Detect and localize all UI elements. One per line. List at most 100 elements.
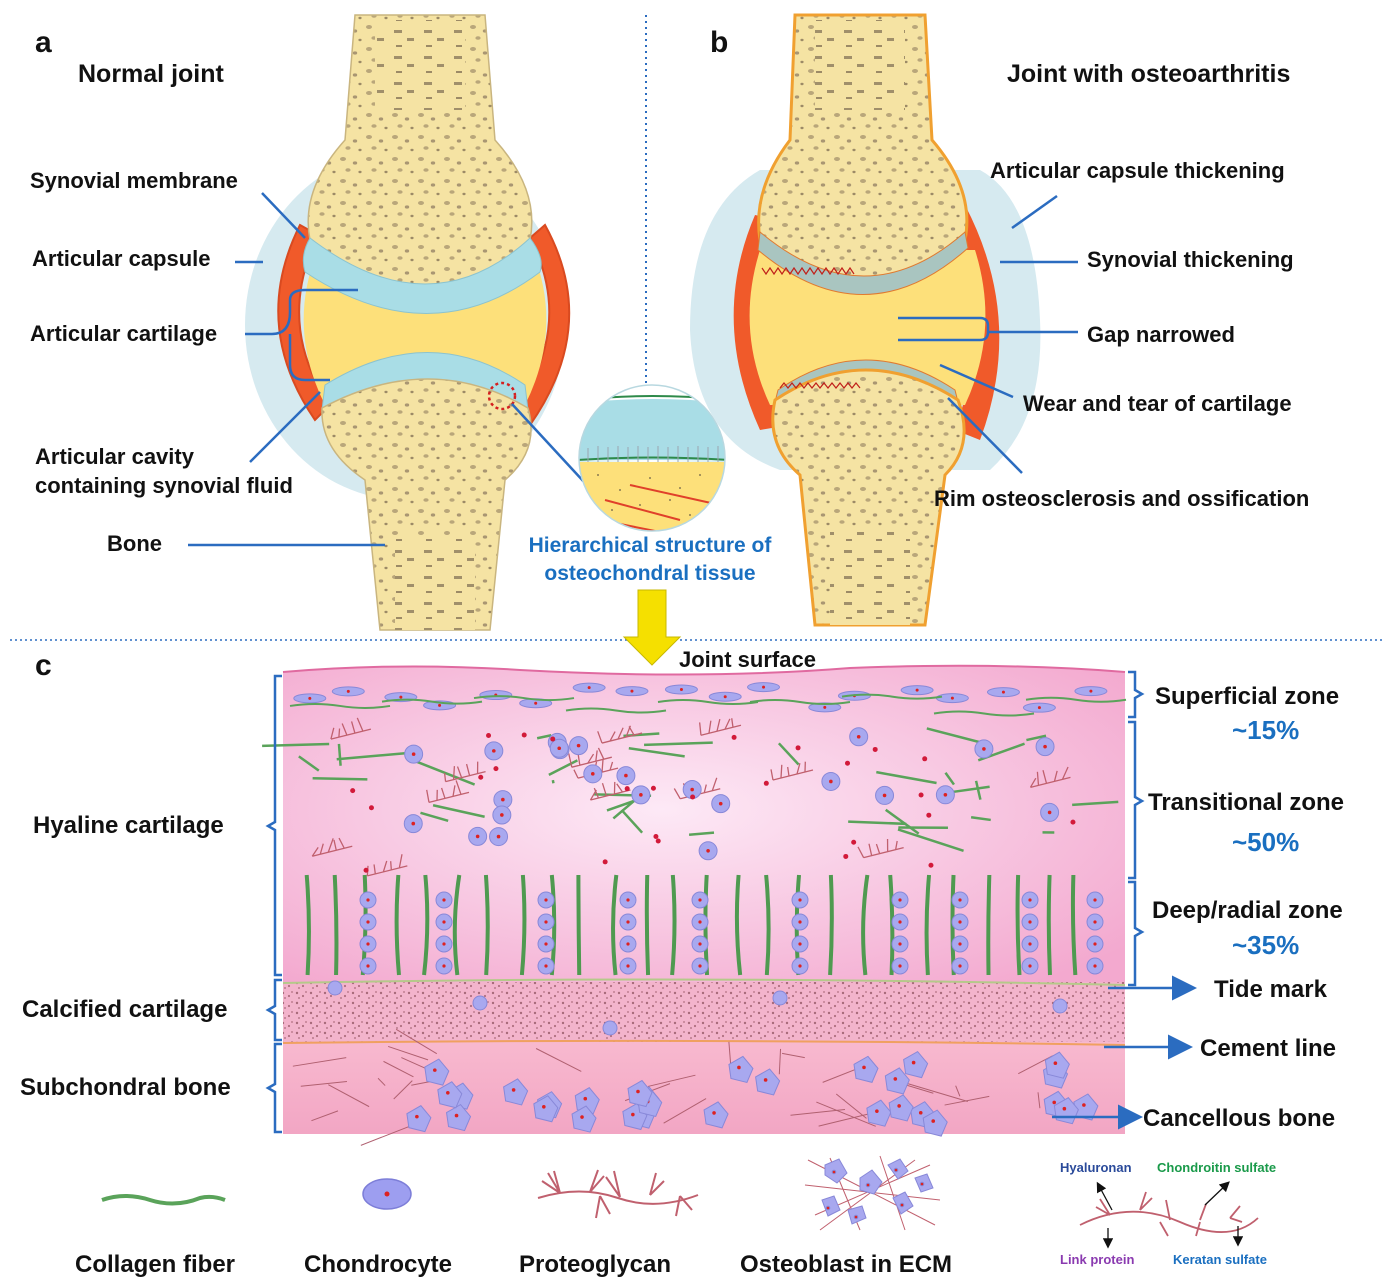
cell-nucleus	[544, 898, 547, 901]
matrix-dot	[845, 761, 850, 766]
collagen-fiber	[339, 744, 341, 766]
cell-nucleus	[1048, 811, 1052, 815]
label-synovial-membrane: Synovial membrane	[30, 168, 238, 193]
matrix-dot	[350, 788, 355, 793]
cell-nucleus	[712, 1111, 716, 1115]
collagen-fiber	[988, 875, 989, 975]
cell-nucleus	[544, 942, 547, 945]
cell-nucleus	[580, 1115, 584, 1119]
label-joint-surface: Joint surface	[679, 647, 816, 672]
cell-nucleus	[442, 964, 445, 967]
matrix-dot	[656, 838, 661, 843]
osteoblast-legend-icon	[805, 1156, 940, 1230]
collagen-fiber	[1049, 875, 1050, 975]
calcified-chondrocyte	[773, 991, 787, 1005]
matrix-dot	[926, 813, 931, 818]
cell-nucleus	[982, 747, 986, 751]
cell-nucleus	[698, 964, 701, 967]
cell-nucleus	[958, 942, 961, 945]
hierarchical-caption-line2: osteochondral tissue	[544, 562, 755, 585]
label-synovial-thickening: Synovial thickening	[1087, 247, 1294, 272]
matrix-dot	[550, 737, 555, 742]
zone-superficial-percent: ~15%	[1232, 715, 1299, 745]
cell-nucleus	[626, 942, 629, 945]
matrix-dot	[364, 868, 369, 873]
cell-nucleus	[894, 1077, 898, 1081]
calcified-cartilage-layer	[283, 982, 1125, 1042]
cell-nucleus	[798, 964, 801, 967]
cell-nucleus	[1093, 898, 1096, 901]
cell-nucleus	[512, 1088, 516, 1092]
oa-upper-bone-shaft	[815, 20, 905, 110]
cell-nucleus	[958, 964, 961, 967]
upper-bone-shaft	[375, 20, 465, 110]
cell-nucleus	[415, 1115, 419, 1119]
matrix-dot	[873, 747, 878, 752]
legend-collagen-fiber: Collagen fiber	[75, 1251, 235, 1277]
label-gap-narrowed: Gap narrowed	[1087, 322, 1235, 347]
cell-nucleus	[577, 744, 581, 748]
cell-nucleus	[898, 898, 901, 901]
cell-nucleus	[680, 688, 683, 691]
label-calcified-cartilage: Calcified cartilage	[22, 996, 227, 1023]
collagen-fiber	[647, 875, 648, 975]
collagen-fiber	[578, 875, 579, 975]
collagen-fiber-legend-icon	[102, 1196, 225, 1204]
cell-nucleus	[698, 898, 701, 901]
cell-nucleus	[898, 920, 901, 923]
label-cancellous-bone: Cancellous bone	[1143, 1105, 1335, 1132]
cell-nucleus	[399, 696, 402, 699]
cell-nucleus	[542, 1105, 546, 1109]
cell-nucleus	[944, 793, 948, 797]
cell-nucleus	[626, 920, 629, 923]
label-articular-cavity-line2: containing synovial fluid	[35, 473, 293, 498]
oa-lower-bone-shaft	[830, 530, 910, 625]
label-cement-line: Cement line	[1200, 1035, 1336, 1062]
cell-nucleus	[497, 835, 501, 839]
cell-nucleus	[1093, 920, 1096, 923]
label-capsule-thickening: Articular capsule thickening	[990, 158, 1285, 183]
cell-nucleus	[919, 1111, 923, 1115]
cell-nucleus	[412, 752, 416, 756]
matrix-dot	[478, 775, 483, 780]
cell-nucleus	[1028, 898, 1031, 901]
hierarchical-caption-line1: Hierarchical structure of	[529, 534, 773, 557]
calcified-chondrocyte	[1053, 999, 1067, 1013]
cell-nucleus	[501, 798, 505, 802]
collagen-fiber	[1018, 875, 1020, 975]
legend-hyaluronan: Hyaluronan	[1060, 1160, 1132, 1175]
matrix-dot	[843, 854, 848, 859]
cell-nucleus	[829, 780, 833, 784]
cell-nucleus	[557, 746, 561, 750]
matrix-dot	[603, 859, 608, 864]
collagen-fiber	[553, 780, 554, 783]
matrix-dot	[922, 756, 927, 761]
legend-link-protein: Link protein	[1060, 1252, 1134, 1267]
cell-nucleus	[411, 822, 415, 826]
cell-nucleus	[1082, 1103, 1086, 1107]
cell-nucleus	[630, 690, 633, 693]
panel-b-title: Joint with osteoarthritis	[1007, 60, 1290, 88]
cell-nucleus	[366, 942, 369, 945]
cell-nucleus	[639, 793, 643, 797]
cell-nucleus	[583, 1097, 587, 1101]
collagen-fiber	[335, 875, 337, 975]
cell-nucleus	[446, 1091, 450, 1095]
cell-nucleus	[912, 1061, 916, 1065]
proteoglycan-legend-icon	[538, 1170, 698, 1218]
matrix-dot	[1070, 820, 1075, 825]
matrix-dot	[651, 786, 656, 791]
label-subchondral-bone: Subchondral bone	[20, 1074, 231, 1101]
cell-nucleus	[366, 898, 369, 901]
calcified-chondrocyte	[328, 981, 342, 995]
cell-nucleus	[798, 920, 801, 923]
zone-superficial-name: Superficial zone	[1155, 683, 1339, 710]
cell-nucleus	[636, 1090, 640, 1094]
calcified-chondrocyte	[473, 996, 487, 1010]
cell-nucleus	[1043, 745, 1047, 749]
cell-nucleus	[544, 920, 547, 923]
cell-nucleus	[958, 898, 961, 901]
matrix-dot	[369, 805, 374, 810]
cell-nucleus	[737, 1066, 741, 1070]
collagen-fiber	[486, 875, 488, 975]
